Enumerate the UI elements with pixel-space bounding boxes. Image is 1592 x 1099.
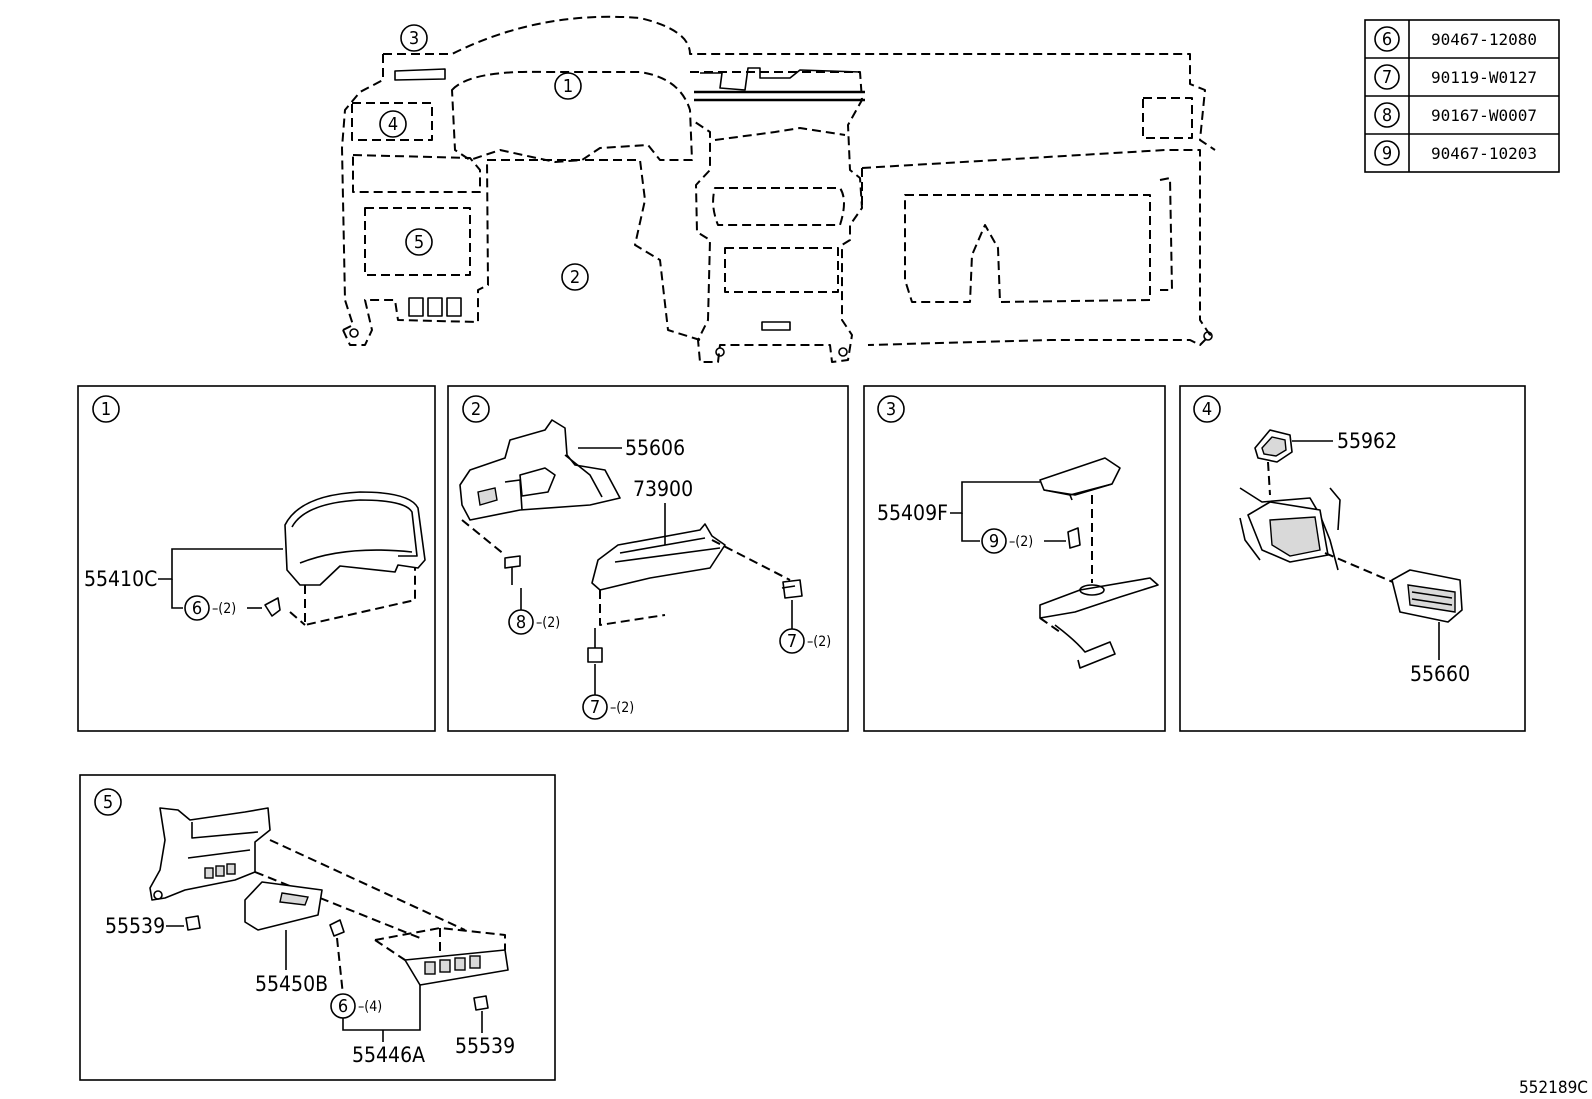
lower-panel-illustration [459, 419, 621, 521]
panel-3-number: 3 [886, 399, 896, 420]
speaker-cover-illustration [1039, 457, 1121, 501]
svg-text:90467-12080: 90467-12080 [1431, 30, 1537, 49]
svg-text:5: 5 [414, 232, 424, 253]
fastener-row-9: 9 90467-10203 [1374, 140, 1537, 166]
overview-callout-3: 3 [400, 24, 428, 52]
svg-text:8: 8 [516, 612, 526, 633]
svg-text:9: 9 [989, 531, 999, 552]
part-label-55446a: 55446A [352, 1043, 425, 1067]
switch-bezel-illustration [374, 927, 509, 986]
part-label-73900: 73900 [633, 477, 693, 501]
small-vent-illustration [1254, 429, 1293, 463]
detail-panel-4: 4 55962 55660 [1179, 385, 1526, 732]
detail-panel-5: 5 55539 55450B [79, 774, 556, 1081]
panel-5-number: 5 [103, 792, 113, 813]
svg-text:7: 7 [1382, 67, 1392, 88]
part-label-55410c: 55410C [84, 567, 157, 591]
svg-text:7: 7 [787, 631, 797, 652]
part-label-55539-right: 55539 [455, 1034, 515, 1058]
svg-text:7: 7 [590, 697, 600, 718]
detail-panel-3: 3 55409F 9 –(2) [863, 385, 1166, 732]
svg-text:3: 3 [409, 28, 419, 49]
part-label-55606: 55606 [625, 436, 685, 460]
side-vent-illustration [1391, 569, 1463, 623]
lower-dash-illustration [149, 807, 271, 901]
svg-text:90167-W0007: 90167-W0007 [1431, 106, 1537, 125]
dashboard-overview: 1 2 3 4 5 [341, 15, 1216, 363]
overview-callout-2: 2 [561, 263, 589, 291]
svg-text:9: 9 [1382, 143, 1392, 164]
overview-callout-1: 1 [554, 72, 582, 100]
svg-text:90467-10203: 90467-10203 [1431, 144, 1537, 163]
svg-text:6: 6 [1382, 29, 1392, 50]
detail-panel-2: 2 55606 73900 8 –(2) [447, 385, 849, 732]
overview-callout-5: 5 [405, 228, 433, 256]
dash-corner-illustration [1039, 577, 1159, 669]
panel-2-number: 2 [471, 399, 481, 420]
fastener-row-8: 8 90167-W0007 [1374, 102, 1537, 128]
svg-text:6: 6 [338, 996, 348, 1017]
cluster-hood-illustration [284, 491, 426, 626]
overview-callout-4: 4 [379, 110, 407, 138]
svg-text:6: 6 [192, 598, 202, 619]
svg-text:90119-W0127: 90119-W0127 [1431, 68, 1537, 87]
part-label-55962: 55962 [1337, 429, 1397, 453]
fastener-table: 6 90467-12080 7 90119-W0127 8 90167-W000… [1364, 19, 1560, 173]
svg-text:–(2): –(2) [1009, 534, 1033, 550]
trim-panel-illustration [591, 523, 791, 626]
illustration-id: 552189C [1519, 1078, 1588, 1098]
svg-text:–(2): –(2) [536, 615, 560, 631]
pocket-illustration [244, 881, 323, 931]
svg-text:1: 1 [563, 76, 573, 97]
svg-text:–(4): –(4) [358, 999, 382, 1015]
dash-side-vent-illustration [1239, 487, 1341, 571]
svg-text:8: 8 [1382, 105, 1392, 126]
fastener-row-7: 7 90119-W0127 [1374, 64, 1537, 90]
fastener-row-6: 6 90467-12080 [1374, 26, 1537, 52]
detail-panel-1: 1 55410C 6 –(2) [77, 385, 436, 732]
panel-1-number: 1 [101, 399, 111, 420]
svg-text:–(2): –(2) [807, 634, 831, 650]
part-label-55409f: 55409F [877, 501, 948, 525]
svg-text:4: 4 [388, 114, 398, 135]
svg-text:–(2): –(2) [610, 700, 634, 716]
svg-text:2: 2 [570, 267, 580, 288]
panel-4-number: 4 [1202, 399, 1212, 420]
part-label-55660: 55660 [1410, 662, 1470, 686]
part-label-55450b: 55450B [255, 972, 328, 996]
part-label-55539-left: 55539 [105, 914, 165, 938]
svg-text:–(2): –(2) [212, 601, 236, 617]
